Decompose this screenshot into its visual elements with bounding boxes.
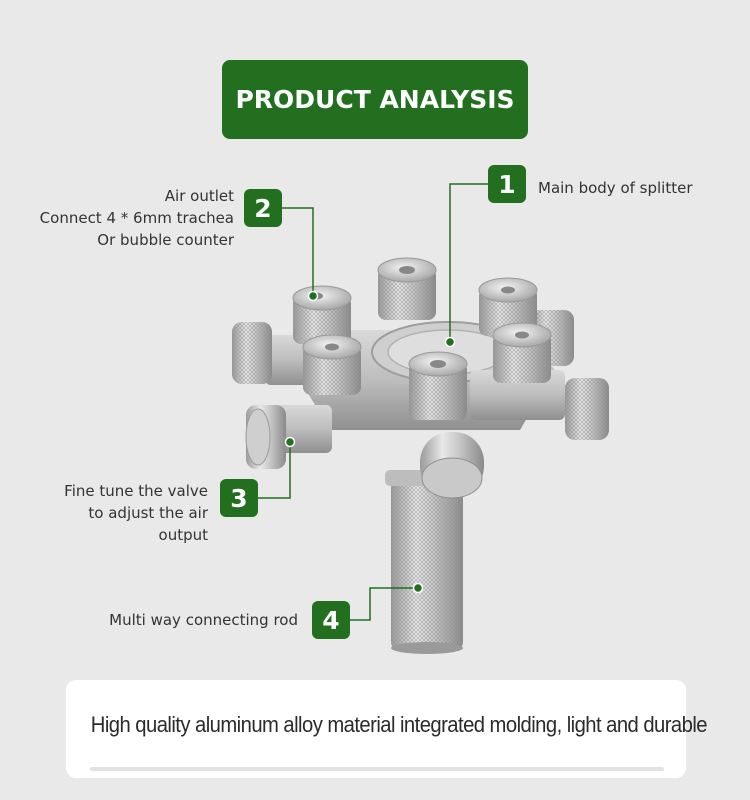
callout-label-3: Fine tune the valve to adjust the air ou… (64, 480, 208, 546)
page-title: PRODUCT ANALYSIS (235, 85, 515, 114)
callout-label-2: Air outlet Connect 4 * 6mm trachea Or bu… (40, 185, 234, 251)
callout-label-1-line-1: Main body of splitter (538, 179, 693, 197)
callout-label-3-line-1: Fine tune the valve (64, 482, 208, 500)
callout-label-2-line-2: Connect 4 * 6mm trachea (39, 209, 234, 227)
air-outlet-caps (292, 257, 552, 420)
callout-label-3-line-3: output (158, 526, 208, 544)
callout-label-1: Main body of splitter (538, 177, 693, 199)
callout-badge-4: 4 (312, 601, 350, 639)
callout-badge-1: 1 (488, 165, 526, 203)
feature-description: High quality aluminum alloy material int… (90, 712, 708, 737)
card-divider (90, 767, 664, 771)
callout-label-4: Multi way connecting rod (109, 609, 298, 631)
callout-badge-2: 2 (244, 189, 282, 227)
callout-label-4-line-1: Multi way connecting rod (109, 611, 298, 629)
feature-card: High quality aluminum alloy material int… (66, 680, 708, 778)
title-banner: PRODUCT ANALYSIS (222, 60, 528, 139)
callout-badge-3: 3 (220, 479, 258, 517)
callout-label-2-line-1: Air outlet (164, 187, 234, 205)
callout-label-2-line-3: Or bubble counter (97, 231, 234, 249)
callout-label-3-line-2: to adjust the air (88, 504, 208, 522)
